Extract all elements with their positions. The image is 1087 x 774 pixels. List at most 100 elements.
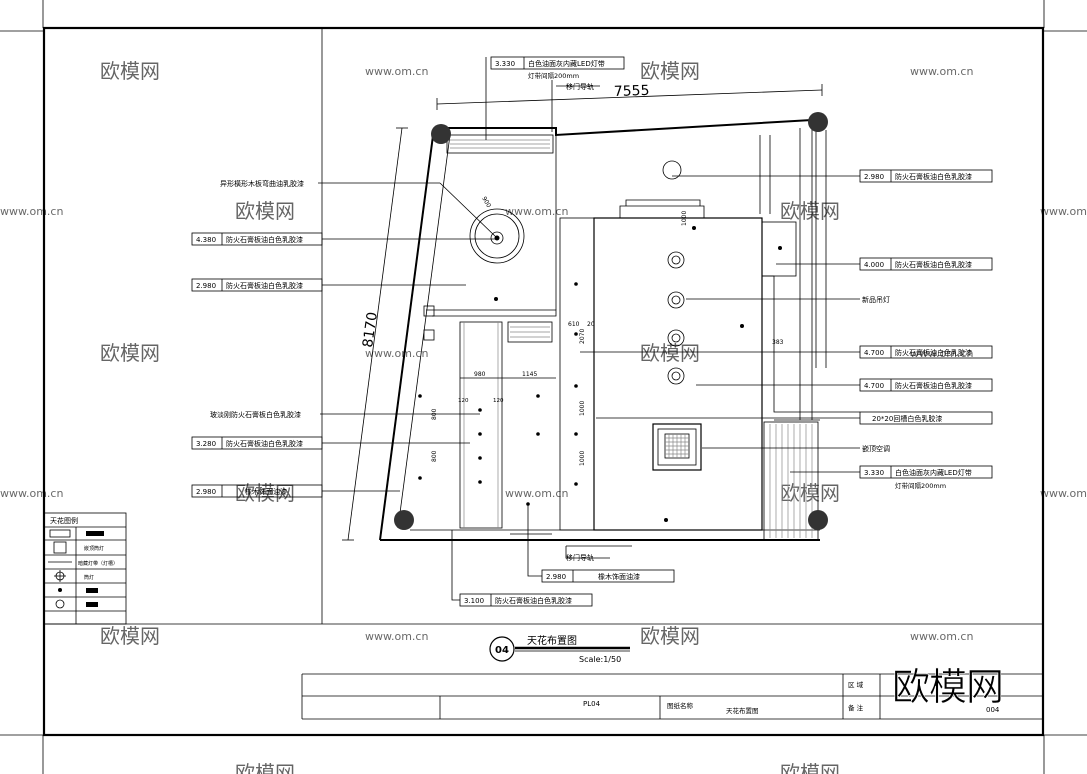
plan-columns	[394, 112, 828, 530]
callout-text: 防火石膏板油白色乳胶漆	[226, 281, 303, 290]
legend: 天花图例 嵌顶筒灯 暗藏灯带（灯槽） 筒灯	[43, 512, 127, 625]
watermark-brand: 欧模网	[100, 624, 160, 648]
watermark-url: www.om.cn	[0, 205, 63, 218]
watermark-brand: 欧模网	[100, 59, 160, 83]
callout-elevation: 3.280	[196, 440, 216, 448]
watermark-brand: 欧模网	[640, 624, 700, 648]
watermark-brand: 欧模网	[235, 199, 295, 223]
legend-item-label: 暗藏灯带（灯槽）	[78, 560, 118, 567]
drawing-code: PL04	[583, 700, 601, 708]
callout-text: 橡木饰面油漆	[245, 487, 287, 496]
inner-dim: 1145	[522, 371, 537, 378]
legend-swatch	[86, 531, 104, 536]
callout-text: 灯带间隔200mm	[528, 71, 579, 80]
watermark-brand: 欧模网	[780, 761, 840, 774]
watermark-brand: 欧模网	[235, 761, 295, 774]
inner-dim: 980	[474, 371, 486, 378]
dimension-lines: 7555 8170 980 1145 610 20 2070 1000 1000…	[342, 83, 823, 541]
drawing-title-text: 天花布置图	[527, 634, 577, 647]
callout-text: 防火石膏板油白色乳胶漆	[226, 235, 303, 244]
watermark-url: www.om.cn	[365, 347, 428, 360]
callout-text: 嵌顶空调	[862, 444, 890, 453]
inner-dim: 900	[480, 196, 492, 210]
watermark-brand: 欧模网	[780, 481, 840, 505]
area-label: 区 域	[848, 680, 864, 689]
callout-text: 橡木饰面油漆	[598, 572, 640, 581]
callouts-right: 2.980 防火石膏板油白色乳胶漆 4.000 防火石膏板油白色乳胶漆 新品吊灯…	[580, 169, 993, 490]
callout-elevation: 2.980	[196, 488, 216, 496]
drawing-title: 04 天花布置图 Scale:1/50	[489, 634, 630, 664]
inner-dim: 800	[431, 450, 438, 462]
callouts-top: 3.330 白色油面灰内藏LED灯带 灯带间隔200mm 移门导轨	[485, 56, 625, 140]
callout-text: 防火石膏板油白色乳胶漆	[895, 172, 972, 181]
callout-text: 移门导轨	[566, 82, 594, 91]
drawing-name-value: 天花布置图	[726, 706, 759, 715]
callout-elevation: 3.330	[495, 60, 515, 68]
watermark-brand: 欧模网	[780, 199, 840, 223]
legend-title: 天花图例	[50, 516, 78, 525]
sheet-number: 004	[986, 706, 1000, 714]
legend-symbol-grille	[53, 541, 67, 554]
drawing-number: 04	[495, 645, 509, 656]
inner-dim: 120	[493, 398, 504, 404]
inner-dim: 120	[458, 398, 469, 404]
callout-text: 防火石膏板油白色乳胶漆	[895, 348, 972, 357]
watermark-url: www.om.cn	[910, 630, 973, 643]
watermark-url: www.om.cn	[505, 487, 568, 500]
callout-text: 异形橫形木板弯曲油乳胶漆	[220, 179, 304, 188]
callout-text: 20*20回槽白色乳胶漆	[872, 414, 942, 423]
callout-elevation: 2.980	[864, 173, 884, 181]
dim-width: 7555	[614, 83, 650, 100]
note-label: 备 注	[848, 703, 864, 712]
watermark-url: www.om.cn	[1040, 487, 1087, 500]
watermark-url: www.om.cn	[365, 630, 428, 643]
legend-item-label: 嵌顶筒灯	[84, 545, 104, 552]
watermark-url: www.om.cn	[1040, 205, 1087, 218]
callout-elevation: 4.700	[864, 349, 884, 357]
legend-symbol-pendant	[55, 599, 65, 609]
callout-text: 新品吊灯	[862, 295, 890, 304]
brand-logo: 欧模网	[892, 665, 1003, 709]
legend-item-label: 筒灯	[84, 574, 94, 581]
callout-text: 防火石膏板油白色乳胶漆	[895, 381, 972, 390]
watermark-brand: 欧模网	[640, 341, 700, 365]
callout-elevation: 3.100	[464, 597, 484, 605]
watermark-layer: 欧模网 www.om.cn 欧模网 www.om.cn www.om.cn 欧模…	[0, 59, 1087, 774]
inner-dim: 1000	[579, 401, 586, 416]
inner-dim: 2070	[579, 329, 586, 344]
watermark-brand: 欧模网	[100, 341, 160, 365]
watermark-url: www.om.cn	[365, 65, 428, 78]
callouts-bottom: 移门导轨 2.980 橡木饰面油漆 3.100 防火石膏板油白色乳胶漆	[451, 504, 675, 607]
legend-symbol-recessed-light	[49, 529, 71, 538]
watermark-url: www.om.cn	[505, 205, 568, 218]
plan-walls	[379, 119, 860, 547]
callout-elevation: 4.700	[864, 382, 884, 390]
drawing-name-label: 图纸名称	[667, 701, 694, 710]
legend-swatch	[86, 588, 98, 593]
callout-text: 防火石膏板油白色乳胶漆	[495, 596, 572, 605]
callout-elevation: 2.980	[546, 573, 566, 581]
drawing-scale: Scale:1/50	[579, 655, 621, 664]
watermark-brand: 欧模网	[640, 59, 700, 83]
plan-fixtures	[418, 160, 782, 522]
inner-dim: 610	[568, 321, 580, 328]
callout-text: 白色油面灰内藏LED灯带	[528, 59, 605, 68]
spotlights	[418, 226, 782, 522]
watermark-url: www.om.cn	[0, 487, 63, 500]
callouts-left: 异形橫形木板弯曲油乳胶漆 4.380 防火石膏板油白色乳胶漆 2.980 防火石…	[191, 179, 497, 498]
callout-elevation: 3.330	[864, 469, 884, 477]
inner-dim: 20	[587, 321, 595, 328]
callout-elevation: 2.980	[196, 282, 216, 290]
callout-elevation: 4.000	[864, 261, 884, 269]
inner-dim: 1000	[681, 211, 688, 226]
callout-text: 白色油面灰内藏LED灯带	[895, 468, 972, 477]
callout-text: 移门导轨	[566, 553, 594, 562]
watermark-url: www.om.cn	[910, 347, 973, 360]
title-block: PL04 图纸名称 天花布置图 区 域 备 注 004	[301, 673, 1043, 720]
callout-elevation: 4.380	[196, 236, 216, 244]
callout-text: 防火石膏板油白色乳胶漆	[895, 260, 972, 269]
callout-text: 防火石膏板油白色乳胶漆	[226, 439, 303, 448]
inner-dim: 1000	[579, 451, 586, 466]
